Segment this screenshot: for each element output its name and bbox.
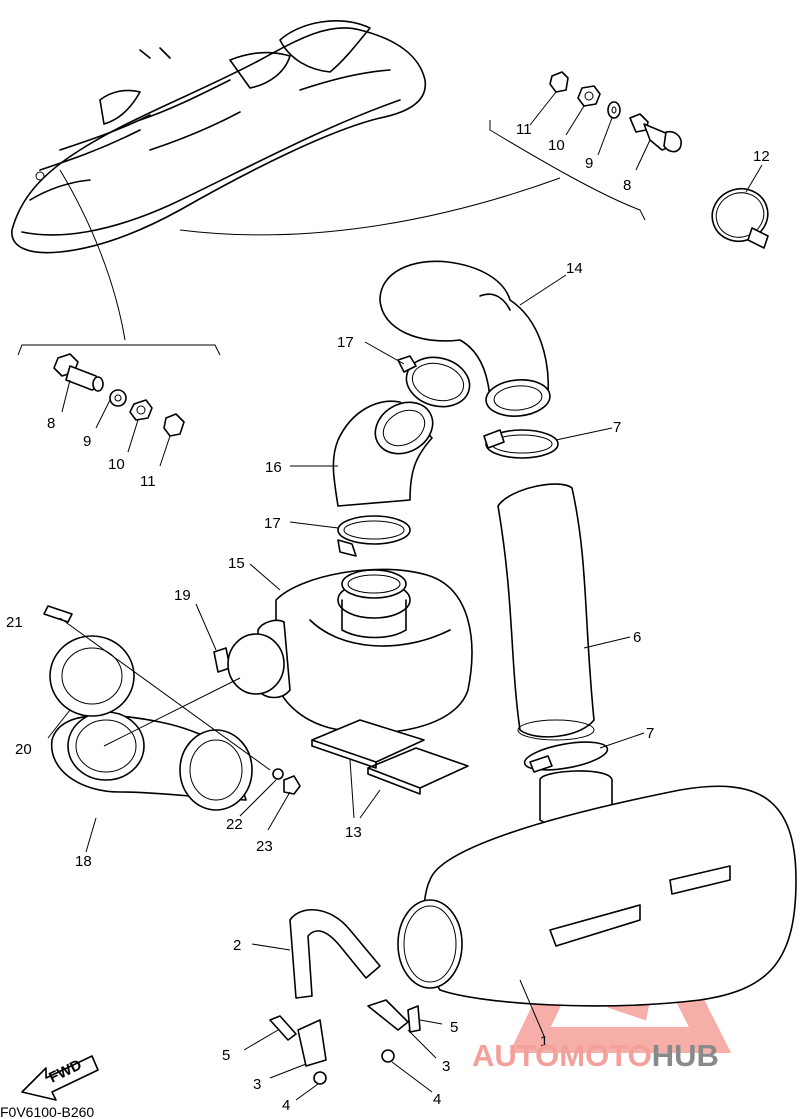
watermark-part-moto: MOTO: [559, 1038, 651, 1073]
callout-5-right: 5: [450, 1019, 458, 1036]
callout-15: 15: [228, 555, 245, 572]
callout-7-upper: 7: [613, 419, 621, 436]
hose-clamp-12: [711, 187, 769, 249]
flange-plate-20: [49, 635, 135, 717]
small-hardware: [43, 605, 301, 795]
fwd-arrow: FWD: [21, 1055, 99, 1101]
watermark-part-auto: AUTO: [472, 1038, 559, 1073]
detail-group-right: [489, 71, 682, 221]
callout-10-right: 10: [548, 137, 565, 154]
svg-text:AUTOMOTOHUB: AUTOMOTOHUB: [472, 1038, 719, 1073]
callout-16: 16: [265, 459, 282, 476]
strap-2: [289, 908, 381, 999]
mount-bracket-left: [269, 1015, 327, 1085]
detail-group-left: [17, 344, 221, 437]
callout-23: 23: [256, 838, 273, 855]
leader-lines: [47, 91, 763, 1101]
callout-22: 22: [226, 816, 243, 833]
callout-1: 1: [540, 1033, 548, 1050]
callout-5-left: 5: [222, 1047, 230, 1064]
callout-20: 20: [15, 741, 32, 758]
callout-11-right: 11: [516, 121, 532, 138]
pads-13: [311, 719, 469, 795]
watercraft-illustration: [11, 20, 561, 341]
callout-12: 12: [753, 148, 770, 165]
muffler-1: [397, 770, 797, 1007]
callout-3-left: 3: [253, 1076, 261, 1093]
callout-4-right: 4: [433, 1091, 441, 1108]
callout-10-left: 10: [108, 456, 125, 473]
watermark-part-hub: HUB: [652, 1038, 719, 1073]
callout-3-right: 3: [442, 1058, 450, 1075]
mount-bracket-right: [367, 999, 421, 1063]
callout-19: 19: [174, 587, 191, 604]
callout-17-upper: 17: [337, 334, 354, 351]
callout-4-left: 4: [282, 1097, 290, 1114]
elbow-hose-14: [379, 260, 551, 417]
callout-7-lower: 7: [646, 725, 654, 742]
callout-labels: 1 2 3 3 4 4 5 5 6 7 7 8 8 9 9 10 10 11 1…: [6, 121, 770, 1114]
water-lock-15: [257, 568, 473, 734]
hose-clamp-7-lower: [523, 741, 609, 773]
duct-18: [50, 711, 253, 811]
callout-11-left: 11: [140, 473, 156, 490]
callout-2: 2: [233, 937, 241, 954]
hose-clamp-7-upper: [483, 429, 559, 459]
callout-6: 6: [633, 629, 641, 646]
callout-21: 21: [6, 614, 23, 631]
callout-8-right: 8: [623, 177, 631, 194]
callout-18: 18: [75, 853, 92, 870]
callout-9-left: 9: [83, 433, 91, 450]
hose-clamp-17-lower: [337, 515, 411, 557]
hose-clamp-19: [213, 633, 285, 695]
elbow-pipe-16: [332, 400, 434, 507]
callout-17-lower: 17: [264, 515, 281, 532]
callout-14: 14: [566, 260, 583, 277]
watermark-text: AUTOMOTOHUB: [472, 1038, 719, 1073]
exhaust-hose-6: [497, 483, 595, 741]
callout-9-right: 9: [585, 155, 593, 172]
callout-13: 13: [345, 824, 362, 841]
callout-8-left: 8: [47, 415, 55, 432]
diagram-code: F0V6100-B260: [0, 1104, 94, 1119]
